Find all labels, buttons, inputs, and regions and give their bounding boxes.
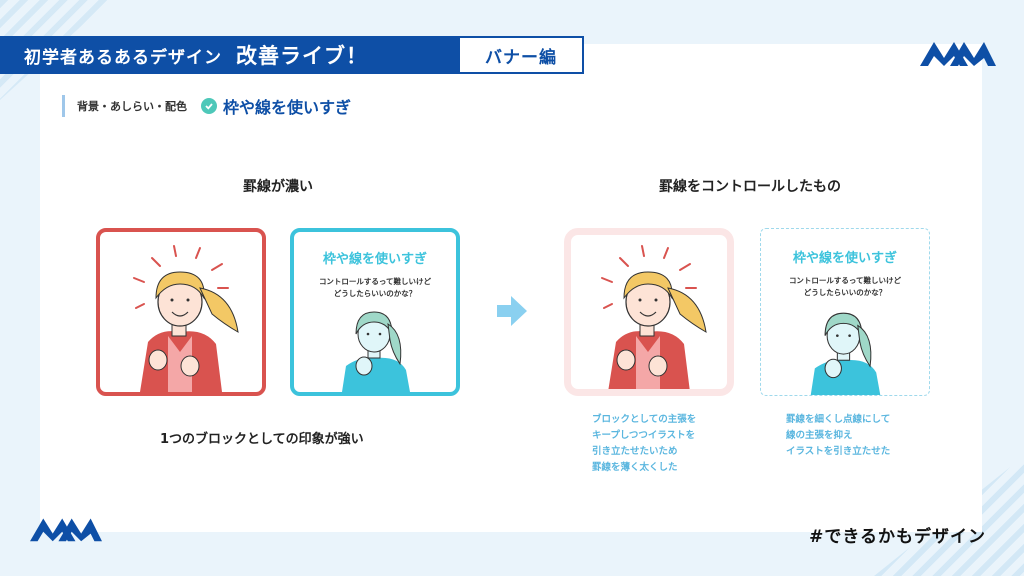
note-right-line: 線の主張を抑え <box>786 430 853 442</box>
logo-mark-icon <box>920 36 996 66</box>
logo-mark-icon <box>30 512 102 542</box>
note-left-line: ブロックとしての主張を <box>592 414 697 425</box>
red-frame-card <box>96 228 266 396</box>
breadcrumb-category: 背景・あしらい・配色 <box>77 100 187 113</box>
dashed-frame-card: 枠や線を使いすぎ コントロールするって難しいけど どうしたらいいのかな？ <box>760 228 930 396</box>
page-title-accent: 改善ライブ！ <box>236 44 368 68</box>
note-right-line: 罫線を細くし点線にして <box>786 414 891 425</box>
cyan-frame-card: 枠や線を使いすぎ コントロールするって難しいけど どうしたらいいのかな？ <box>290 228 460 396</box>
right-section-title: 罫線をコントロールしたもの <box>659 179 841 195</box>
note-left-line: 引き立たせたいため <box>592 446 678 458</box>
woman-illustration-icon <box>601 245 707 389</box>
arrow-right-icon <box>497 296 527 326</box>
breadcrumb: 背景・あしらい・配色 枠や線を使いすぎ <box>62 94 351 118</box>
breadcrumb-topic: 枠や線を使いすぎ <box>223 98 352 117</box>
thinking-woman-illustration-icon <box>810 312 881 395</box>
left-section-title: 罫線が濃い <box>243 179 313 195</box>
card-body-line-2: どうしたらいいのかな？ <box>333 289 417 298</box>
card-title: 枠や線を使いすぎ <box>792 251 897 266</box>
note-left-line: キープしつつイラストを <box>592 430 696 442</box>
card-body-line-2: どうしたらいいのかな？ <box>803 288 887 297</box>
card-body-line-1: コントロールするって難しいけど <box>318 277 432 286</box>
note-right: 罫線を細くし点線にして 線の主張を抑え イラストを引き立たせた <box>786 412 890 460</box>
thinking-woman-illustration-icon <box>342 311 410 392</box>
page-title: 初学者あるあるデザイン <box>24 47 222 68</box>
title-banner: 初学者あるあるデザイン 改善ライブ！ <box>0 36 458 74</box>
note-right-line: イラストを引き立たせた <box>786 446 891 458</box>
note-left: ブロックとしての主張を キープしつつイラストを 引き立たせたいため 罫線を薄く太… <box>592 412 696 477</box>
title-tag: バナー編 <box>458 36 584 74</box>
card-title: 枠や線を使いすぎ <box>322 252 427 267</box>
left-caption: 1つのブロックとしての印象が強い <box>160 432 364 447</box>
note-left-line: 罫線を薄く太くした <box>592 462 678 474</box>
hashtag: #できるかもデザイン <box>809 527 986 547</box>
card-body-line-1: コントロールするって難しいけど <box>788 276 902 285</box>
woman-illustration-icon <box>133 245 239 392</box>
breadcrumb-bar <box>62 95 65 117</box>
check-icon <box>201 98 217 114</box>
pink-frame-card <box>564 228 734 396</box>
